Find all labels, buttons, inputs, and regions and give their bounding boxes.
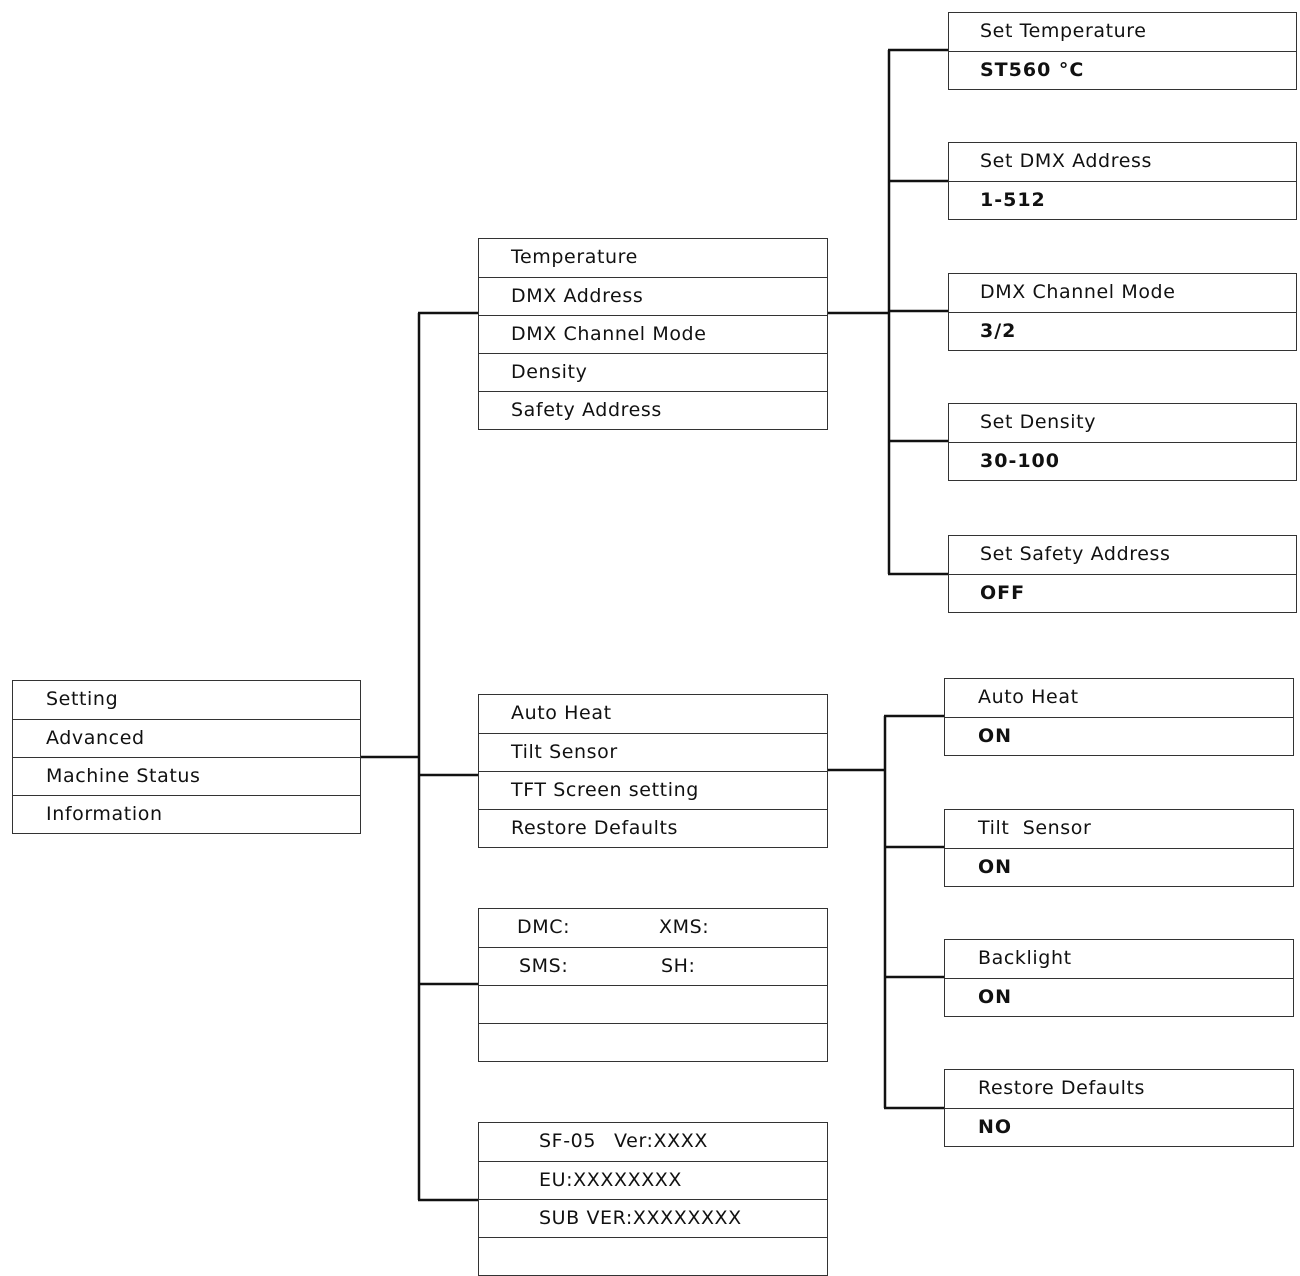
panel-label: Restore Defaults [978, 1077, 1146, 1099]
panel-value[interactable]: ON [945, 978, 1293, 1016]
status-row: DMC: XMS: [479, 909, 827, 947]
info-row-model: SF-05 Ver:XXXX [479, 1123, 827, 1161]
setting-item-safety-address[interactable]: Safety Address [479, 391, 827, 429]
panel-auto-heat: Auto Heat ON [944, 678, 1294, 756]
setting-menu: Temperature DMX Address DMX Channel Mode… [478, 238, 828, 430]
information-panel: SF-05 Ver:XXXX EU:XXXXXXXX SUB VER:XXXXXX… [478, 1122, 828, 1276]
status-row: SMS: SH: [479, 947, 827, 985]
panel-label: Set DMX Address [980, 150, 1152, 172]
panel-value[interactable]: 3/2 [949, 312, 1296, 350]
panel-set-temperature: Set Temperature ST560 °C [948, 12, 1297, 90]
panel-label: Set Temperature [980, 20, 1147, 42]
panel-label: Backlight [978, 947, 1072, 969]
menu-item-advanced[interactable]: Advanced [13, 719, 360, 757]
main-menu: Setting Advanced Machine Status Informat… [12, 680, 361, 834]
info-model: SF-05 [539, 1130, 597, 1152]
panel-value[interactable]: 30-100 [949, 442, 1296, 480]
advanced-item-restore-defaults[interactable]: Restore Defaults [479, 809, 827, 847]
panel-label: Set Safety Address [980, 543, 1171, 565]
panel-restore-defaults: Restore Defaults NO [944, 1069, 1294, 1147]
panel-label: Auto Heat [978, 686, 1079, 708]
panel-set-density: Set Density 30-100 [948, 403, 1297, 481]
status-sh: SH: [661, 955, 696, 977]
panel-set-dmx-address: Set DMX Address 1-512 [948, 142, 1297, 220]
status-xms: XMS: [659, 916, 710, 938]
panel-value[interactable]: OFF [949, 574, 1296, 612]
panel-label: Set Density [980, 411, 1097, 433]
panel-value[interactable]: ON [945, 717, 1293, 755]
advanced-menu: Auto Heat Tilt Sensor TFT Screen setting… [478, 694, 828, 848]
menu-item-machine-status[interactable]: Machine Status [13, 757, 360, 795]
info-version: Ver:XXXX [614, 1130, 708, 1152]
machine-status-panel: DMC: XMS: SMS: SH: [478, 908, 828, 1062]
panel-dmx-channel-mode: DMX Channel Mode 3/2 [948, 273, 1297, 351]
setting-item-density[interactable]: Density [479, 353, 827, 391]
status-row-empty [479, 1023, 827, 1061]
advanced-item-tft-screen[interactable]: TFT Screen setting [479, 771, 827, 809]
info-row-sub-ver: SUB VER:XXXXXXXX [479, 1199, 827, 1237]
setting-item-dmx-address[interactable]: DMX Address [479, 277, 827, 315]
menu-item-information[interactable]: Information [13, 795, 360, 833]
info-sub-ver: SUB VER:XXXXXXXX [539, 1207, 742, 1229]
panel-value[interactable]: ST560 °C [949, 51, 1296, 89]
panel-value[interactable]: NO [945, 1108, 1293, 1146]
status-row-empty [479, 985, 827, 1023]
panel-label: Tilt Sensor [978, 817, 1092, 839]
panel-value[interactable]: ON [945, 848, 1293, 886]
info-row-empty [479, 1237, 827, 1275]
panel-tilt-sensor: Tilt Sensor ON [944, 809, 1294, 887]
panel-label: DMX Channel Mode [980, 281, 1176, 303]
setting-item-dmx-channel-mode[interactable]: DMX Channel Mode [479, 315, 827, 353]
info-eu: EU:XXXXXXXX [539, 1169, 683, 1191]
menu-item-setting[interactable]: Setting [46, 688, 119, 710]
advanced-item-auto-heat[interactable]: Auto Heat [511, 702, 612, 724]
status-dmc: DMC: [517, 916, 571, 938]
setting-item-temperature[interactable]: Temperature [511, 246, 638, 268]
advanced-item-tilt-sensor[interactable]: Tilt Sensor [479, 733, 827, 771]
panel-backlight: Backlight ON [944, 939, 1294, 1017]
panel-value[interactable]: 1-512 [949, 181, 1296, 219]
status-sms: SMS: [519, 955, 569, 977]
panel-set-safety-address: Set Safety Address OFF [948, 535, 1297, 613]
info-row-eu: EU:XXXXXXXX [479, 1161, 827, 1199]
